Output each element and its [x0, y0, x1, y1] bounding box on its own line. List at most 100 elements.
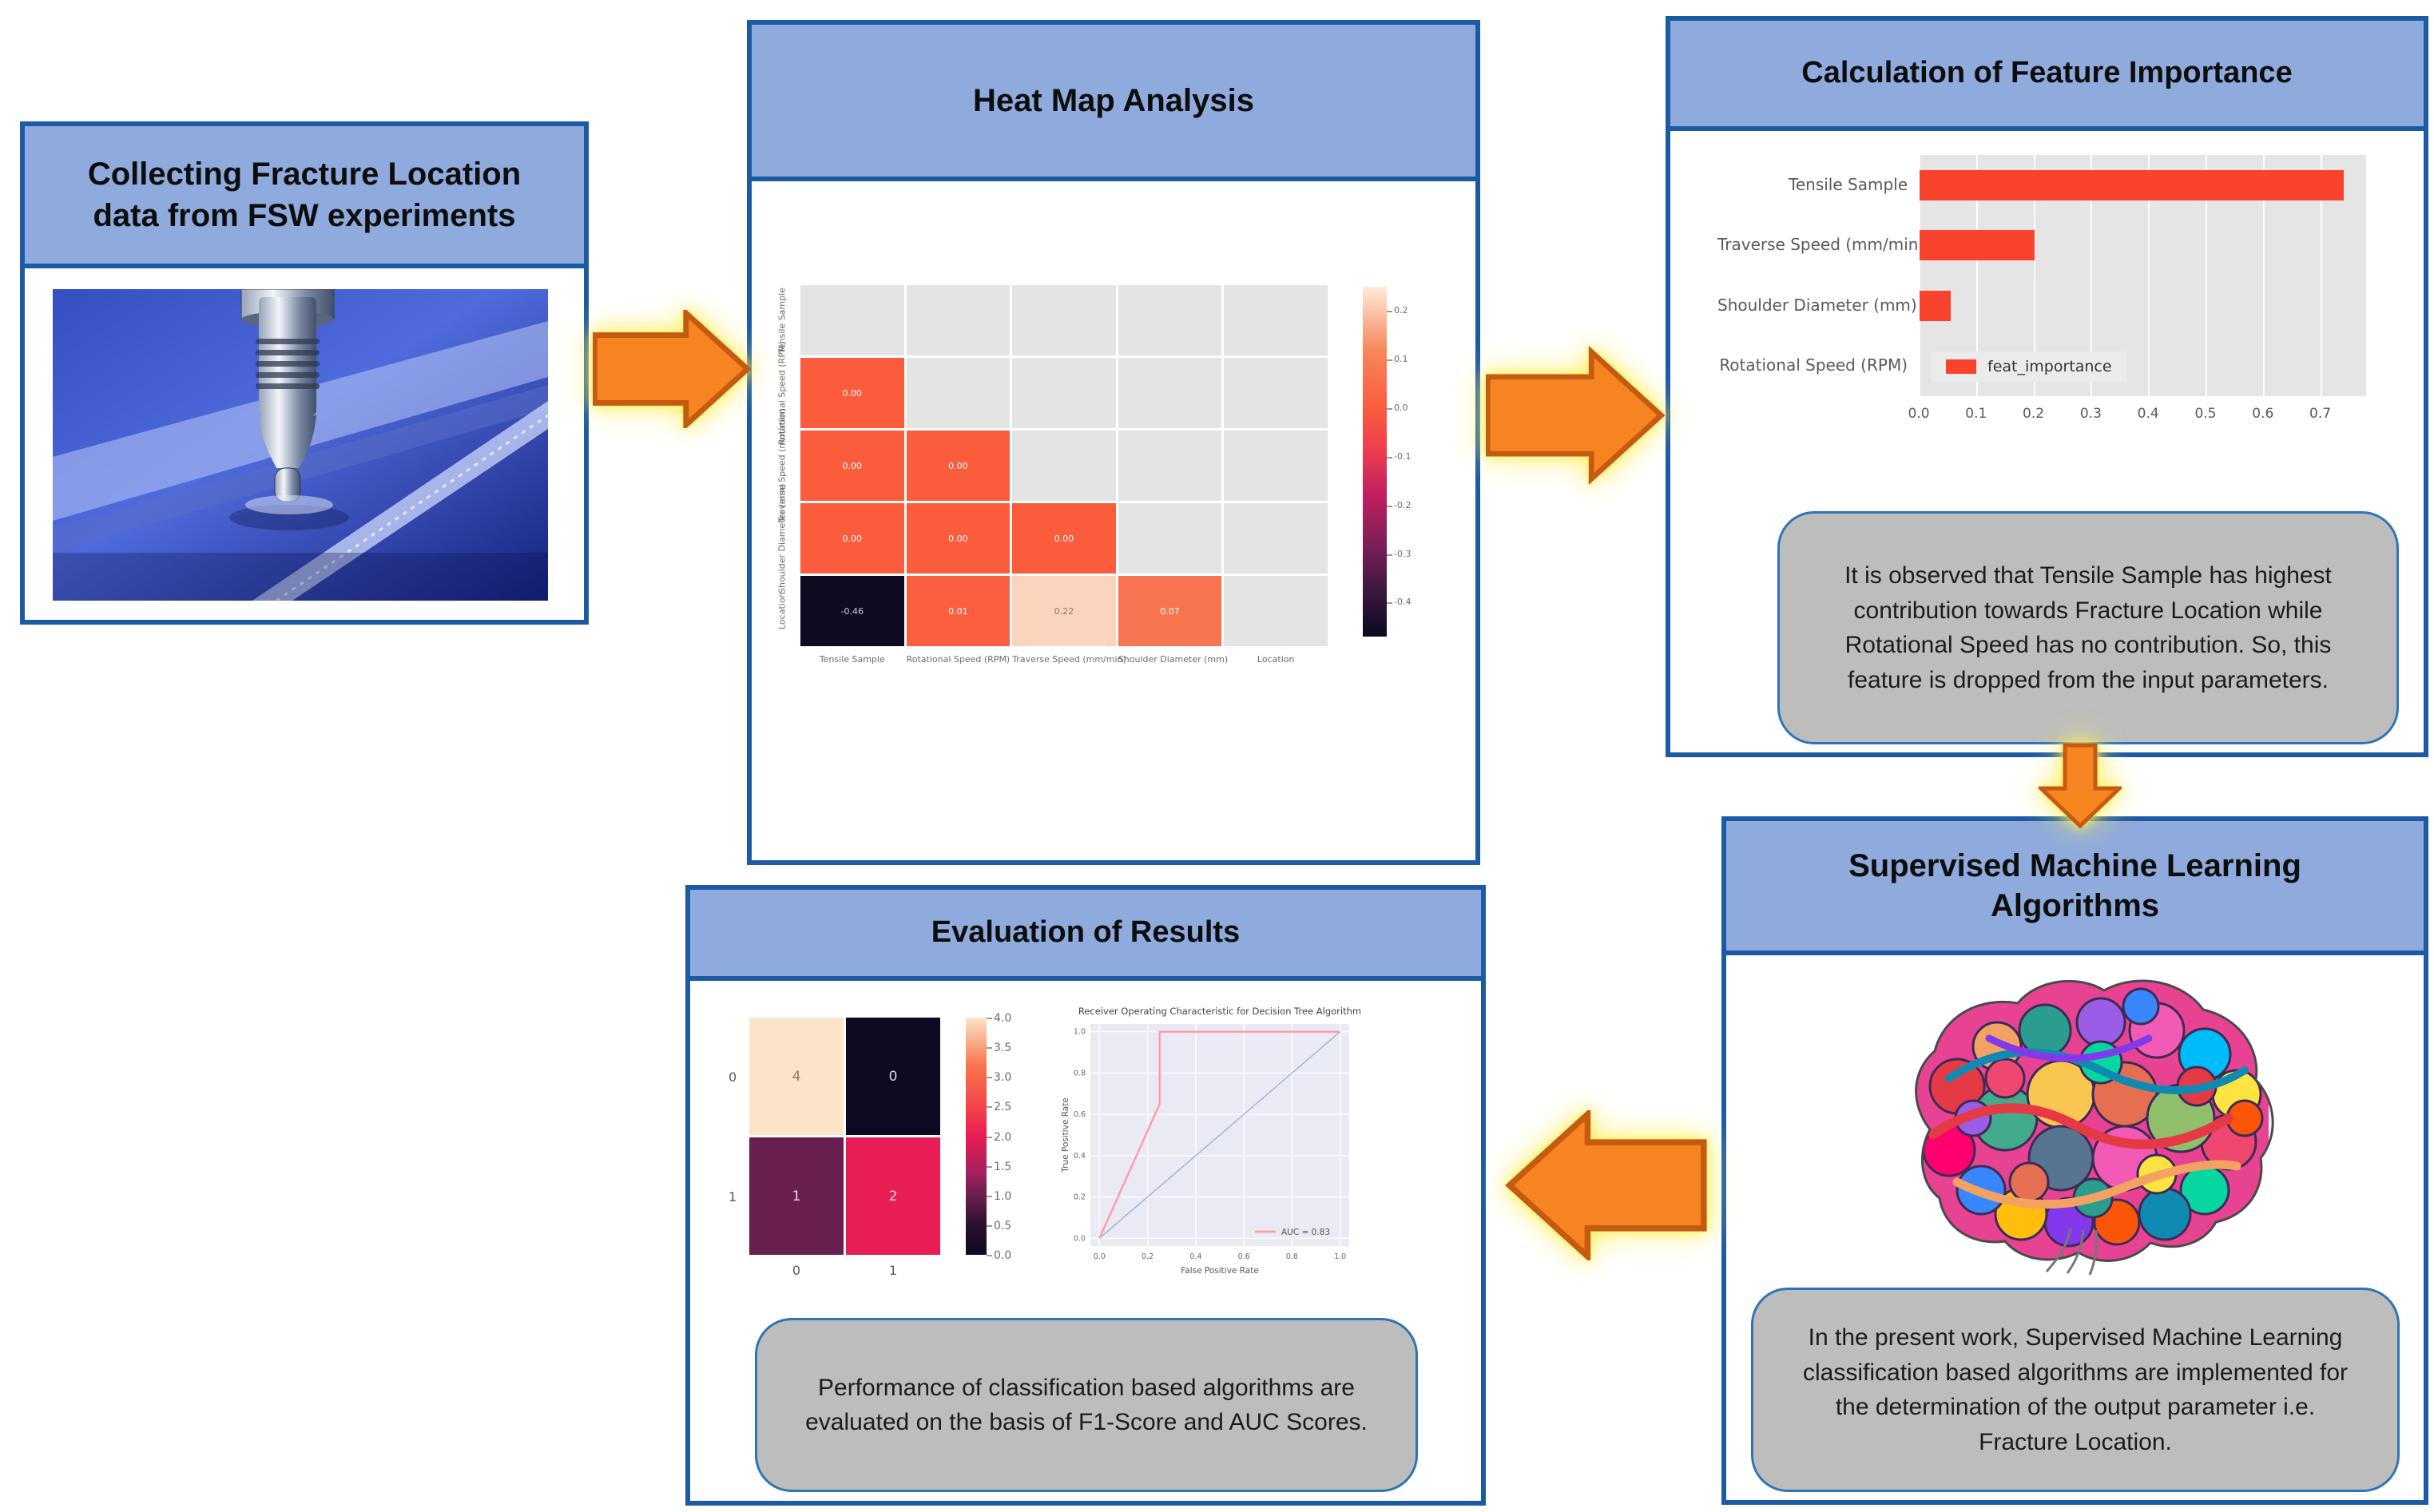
fsw-welding-photo [53, 289, 548, 601]
panel-evaluation-header: Evaluation of Results [690, 890, 1481, 981]
y-tick-label: 0.4 [1074, 1152, 1086, 1161]
arrow-right-heatmap-to-feature [1486, 345, 1665, 486]
x-tick-label: 0.0 [1094, 1252, 1106, 1261]
row-label: 0 [729, 1069, 737, 1085]
colorbar-tick [1387, 311, 1392, 313]
heatmap-cell [1224, 358, 1328, 428]
colorbar-tick-label: 3.5 [994, 1042, 1012, 1055]
heatmap-cell [1118, 431, 1222, 501]
heatmap-y-label: Location [776, 592, 788, 630]
gridline [1975, 155, 1978, 396]
bar [1920, 169, 2345, 200]
colorbar [1363, 287, 1387, 637]
colorbar-tick [987, 1106, 992, 1109]
heatmap-cell: 0.07 [1118, 576, 1222, 646]
confusion-cell: 4 [749, 1018, 844, 1135]
colorbar [966, 1018, 987, 1255]
arrow-down-feature-to-ml [2039, 743, 2122, 829]
heatmap-cell [1012, 431, 1116, 501]
heatmap-cell: 0.00 [800, 431, 904, 501]
ml-note: In the present work, Supervised Machine … [1751, 1288, 2400, 1492]
heatmap-cell [906, 285, 1011, 355]
heatmap-cell: -0.46 [800, 576, 904, 646]
legend-label: AUC = 0.83 [1281, 1228, 1330, 1237]
col-label: 1 [888, 1263, 898, 1278]
colorbar-tick-label: 0.2 [1394, 305, 1408, 316]
arrow-right-collect-to-heatmap [593, 310, 751, 428]
y-tick-label: 1.0 [1074, 1028, 1086, 1037]
gridline [2262, 155, 2265, 396]
evaluation-note-text: Performance of classification based algo… [805, 1374, 1368, 1436]
heatmap-cell: 0.01 [906, 576, 1011, 646]
colorbar-tick-label: 4.0 [994, 1012, 1012, 1025]
heatmap-x-label: Shoulder Diameter (mm) [1118, 654, 1229, 665]
y-tick-label: 0.2 [1074, 1193, 1086, 1202]
col-label: 0 [792, 1263, 801, 1278]
colorbar-tick [987, 1195, 992, 1197]
heatmap-cell [1118, 358, 1222, 428]
y-tick-label: 0.0 [1074, 1234, 1086, 1243]
heatmap-cell [1224, 576, 1328, 646]
x-tick-label: 0.6 [2252, 406, 2274, 422]
colorbar-tick-label: 2.0 [994, 1130, 1012, 1144]
heatmap-cell: 0.00 [906, 431, 1011, 501]
colorbar-tick [987, 1077, 992, 1079]
feature-importance-note: It is observed that Tensile Sample has h… [1777, 511, 2399, 744]
brain-stem-lines [2045, 1228, 2098, 1276]
roc-title: Receiver Operating Characteristic for De… [1078, 1006, 1361, 1017]
x-tick-label: 0.2 [2023, 406, 2045, 422]
colorbar-tick-label: -0.2 [1394, 499, 1412, 510]
x-tick-label: 0.0 [1908, 406, 1930, 422]
colorbar-tick-label: 0.1 [1394, 354, 1408, 365]
panel-ml-title: Supervised Machine Learning Algorithms [1848, 848, 2301, 923]
series-chance [1098, 1031, 1341, 1239]
heatmap-cell [1012, 358, 1116, 428]
panel-collect-title: Collecting Fracture Location data from F… [87, 157, 522, 233]
panel-feature-title: Calculation of Feature Importance [1801, 56, 2293, 90]
brain-outline [1915, 979, 2274, 1262]
x-tick-label: 0.5 [2194, 406, 2217, 422]
plate-edge-band [53, 385, 548, 553]
confusion-cell: 1 [749, 1137, 844, 1255]
heatmap-cell: 0.00 [800, 358, 904, 428]
gridline [2091, 155, 2093, 396]
feature-note-text: It is observed that Tensile Sample has h… [1844, 562, 2332, 693]
colorbar-tick [1387, 456, 1392, 458]
series-ROC [1098, 1030, 1340, 1239]
heatmap-y-label: Shoulder Diameter (mm) [776, 483, 788, 593]
panel-heatmap-header: Heat Map Analysis [752, 25, 1475, 181]
colorbar-tick [1387, 554, 1392, 556]
panel-evaluation-title: Evaluation of Results [931, 915, 1241, 950]
x-tick-label: 0.7 [2309, 406, 2332, 422]
panel-heatmap-title: Heat Map Analysis [973, 83, 1254, 118]
gridline [2320, 155, 2322, 396]
heatmap-cell [1224, 431, 1328, 501]
heatmap-cell [906, 358, 1011, 428]
heatmap-cell: 0.00 [906, 503, 1011, 573]
gridline [1919, 155, 1920, 396]
colorbar-tick [987, 1255, 992, 1256]
panel-feature-header: Calculation of Feature Importance [1670, 21, 2424, 131]
x-tick-label: 0.8 [1286, 1252, 1298, 1261]
heatmap-cell: 0.00 [1012, 503, 1116, 573]
ml-note-text: In the present work, Supervised Machine … [1803, 1324, 2348, 1455]
y-tick-label: 0.6 [1074, 1110, 1086, 1119]
heatmap-x-label: Location [1257, 654, 1295, 665]
colorbar-tick-label: -0.4 [1394, 597, 1412, 608]
bar-category-label: Shoulder Diameter (mm) [1717, 295, 1917, 315]
x-tick-label: 0.4 [1189, 1252, 1201, 1261]
confusion-cell: 0 [846, 1018, 940, 1135]
roc-xlabel: False Positive Rate [1181, 1266, 1259, 1276]
colorbar-tick [1387, 359, 1392, 362]
panel-ml-header: Supervised Machine Learning Algorithms [1726, 821, 2424, 955]
arrow-left-ml-to-evaluation [1505, 1110, 1707, 1260]
x-tick-label: 1.0 [1334, 1252, 1346, 1261]
colorbar-tick [987, 1136, 992, 1138]
colorbar-tick-label: 2.5 [994, 1101, 1012, 1114]
bar [1920, 230, 2035, 261]
x-tick-label: 0.2 [1142, 1252, 1153, 1261]
bar-category-label: Traverse Speed (mm/min) [1717, 235, 1925, 255]
